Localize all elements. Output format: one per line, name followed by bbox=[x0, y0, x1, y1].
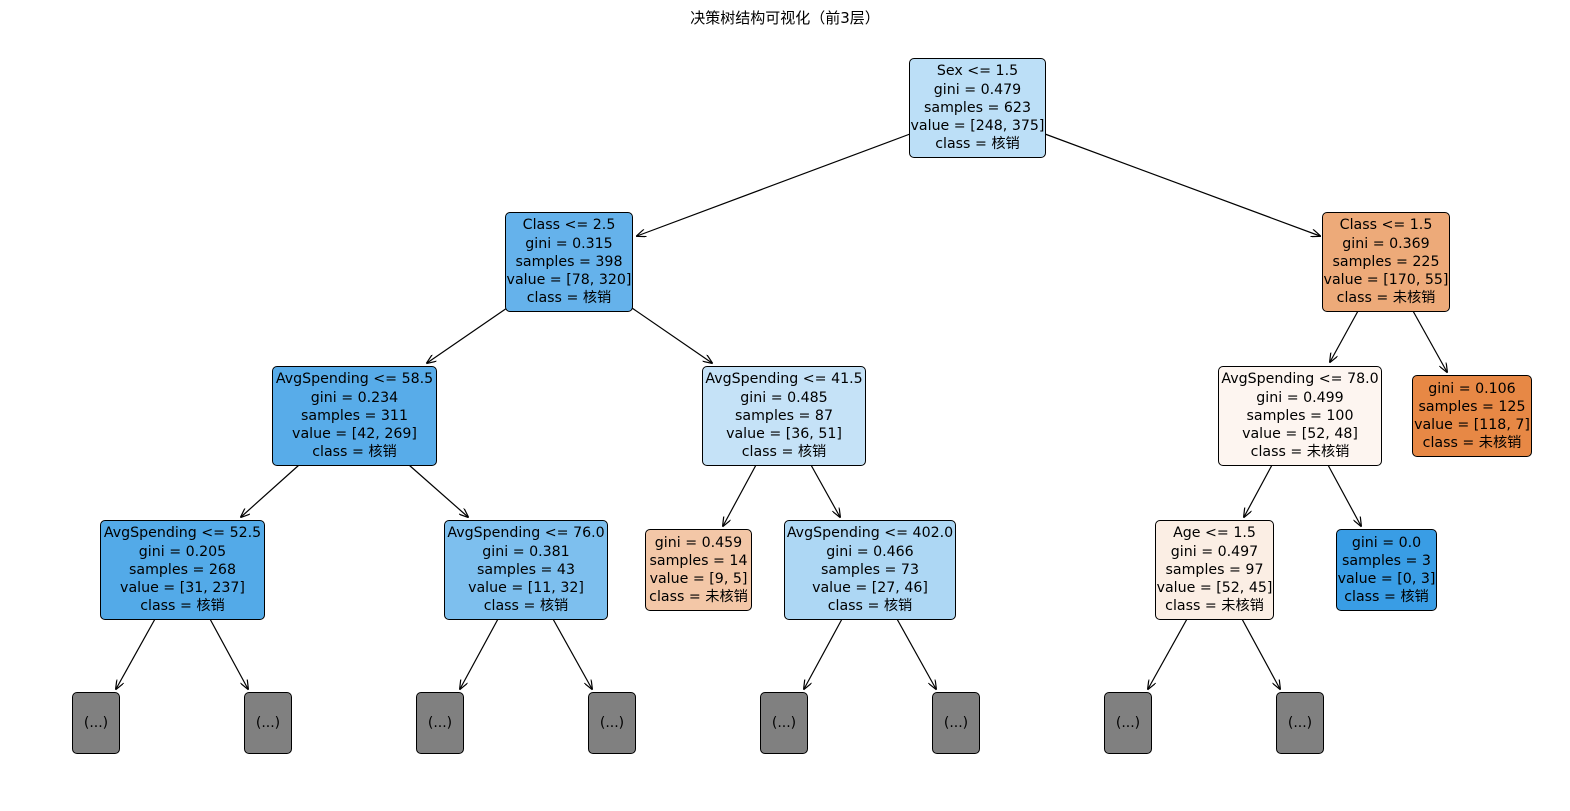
truncated-node: (...) bbox=[932, 692, 980, 754]
tree-node-root: Sex <= 1.5 gini = 0.479 samples = 623 va… bbox=[909, 58, 1046, 158]
edge-lrr-t1 bbox=[804, 618, 843, 689]
edge-l-ll bbox=[427, 307, 508, 363]
edge-lr-lrr bbox=[810, 464, 840, 517]
tree-node-avgspending-58-5: AvgSpending <= 58.5 gini = 0.234 samples… bbox=[272, 366, 437, 466]
tree-node-class-2-5: Class <= 2.5 gini = 0.315 samples = 398 … bbox=[505, 212, 633, 312]
tree-node-avgspending-78-0: AvgSpending <= 78.0 gini = 0.499 samples… bbox=[1218, 366, 1382, 466]
truncated-node: (...) bbox=[760, 692, 808, 754]
truncated-node: (...) bbox=[416, 692, 464, 754]
chart-title: 决策树结构可视化（前3层） bbox=[690, 9, 880, 27]
edge-ll-llr bbox=[408, 464, 468, 517]
edge-llr-t2 bbox=[552, 618, 592, 689]
edge-root-left bbox=[637, 133, 911, 236]
truncated-node: (...) bbox=[1104, 692, 1152, 754]
edge-r-rl bbox=[1330, 310, 1359, 362]
tree-leaf-gini-0-459: gini = 0.459 samples = 14 value = [9, 5]… bbox=[645, 529, 752, 611]
truncated-node: (...) bbox=[1276, 692, 1324, 754]
edge-root-right bbox=[1044, 133, 1320, 236]
edge-lll-t2 bbox=[209, 618, 248, 689]
edge-lll-t1 bbox=[116, 618, 156, 689]
tree-leaf-gini-0-106: gini = 0.106 samples = 125 value = [118,… bbox=[1412, 375, 1532, 457]
tree-node-avgspending-402-0: AvgSpending <= 402.0 gini = 0.466 sample… bbox=[784, 520, 956, 620]
edge-l-lr bbox=[631, 307, 712, 363]
tree-node-avgspending-52-5: AvgSpending <= 52.5 gini = 0.205 samples… bbox=[100, 520, 265, 620]
tree-leaf-gini-0-0: gini = 0.0 samples = 3 value = [0, 3] cl… bbox=[1336, 529, 1437, 611]
tree-node-avgspending-76-0: AvgSpending <= 76.0 gini = 0.381 samples… bbox=[444, 520, 608, 620]
edge-lrr-t2 bbox=[896, 618, 936, 689]
tree-node-class-1-5: Class <= 1.5 gini = 0.369 samples = 225 … bbox=[1322, 212, 1450, 312]
truncated-node: (...) bbox=[72, 692, 120, 754]
tree-node-age-1-5: Age <= 1.5 gini = 0.497 samples = 97 val… bbox=[1155, 520, 1274, 620]
edge-r-rr bbox=[1412, 310, 1447, 372]
tree-node-avgspending-41-5: AvgSpending <= 41.5 gini = 0.485 samples… bbox=[702, 366, 866, 466]
edge-rll-t1 bbox=[1148, 618, 1188, 689]
truncated-node: (...) bbox=[588, 692, 636, 754]
truncated-node: (...) bbox=[244, 692, 292, 754]
edge-ll-lll bbox=[241, 464, 300, 517]
edge-rl-rll bbox=[1244, 464, 1273, 517]
edge-rll-t2 bbox=[1241, 618, 1280, 689]
edge-lr-lrl bbox=[723, 464, 757, 526]
edge-llr-t1 bbox=[460, 618, 499, 689]
edge-rl-rlr bbox=[1327, 464, 1361, 526]
